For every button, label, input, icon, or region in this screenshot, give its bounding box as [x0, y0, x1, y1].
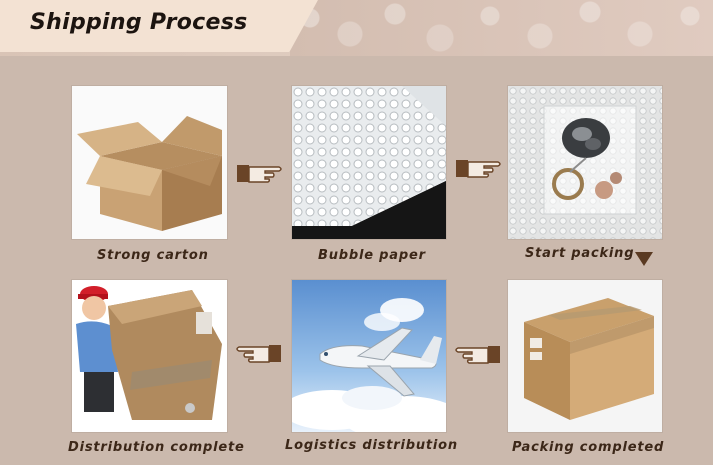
- header-banner: Shipping Process: [0, 0, 713, 56]
- title-tab: Shipping Process: [0, 0, 318, 52]
- wrapped-item-icon: [508, 86, 662, 239]
- step-label-strong-carton: Strong carton: [97, 248, 209, 263]
- photo-start-packing: [508, 86, 662, 239]
- bubble-wrap-icon: [292, 86, 446, 239]
- open-box-icon: [77, 116, 222, 231]
- step-label-packing-completed: Packing completed: [512, 440, 665, 455]
- pointing-hand-left-arrow-icon: [455, 346, 500, 364]
- pointing-hand-arrow-icon: [456, 160, 501, 178]
- step-label-bubble-paper: Bubble paper: [318, 248, 426, 263]
- page-title: Shipping Process: [30, 10, 248, 35]
- photo-distribution-complete: [72, 280, 227, 432]
- delivery-man-icon: [76, 286, 222, 420]
- photo-logistics-distribution: [292, 280, 446, 432]
- down-arrow-icon: [635, 252, 653, 266]
- photo-strong-carton: [72, 86, 227, 239]
- lace-decoration: [290, 0, 713, 56]
- step-label-distribution-complete: Distribution complete: [68, 440, 245, 455]
- step-label-logistics-distribution: Logistics distribution: [285, 438, 458, 453]
- photo-bubble-paper: [292, 86, 446, 239]
- airplane-icon: [292, 298, 446, 432]
- photo-packing-completed: [508, 280, 662, 432]
- pointing-hand-arrow-icon: [237, 165, 282, 183]
- pointing-hand-left-arrow-icon: [236, 345, 281, 363]
- sealed-box-icon: [524, 298, 654, 420]
- step-label-start-packing: Start packing: [525, 246, 635, 261]
